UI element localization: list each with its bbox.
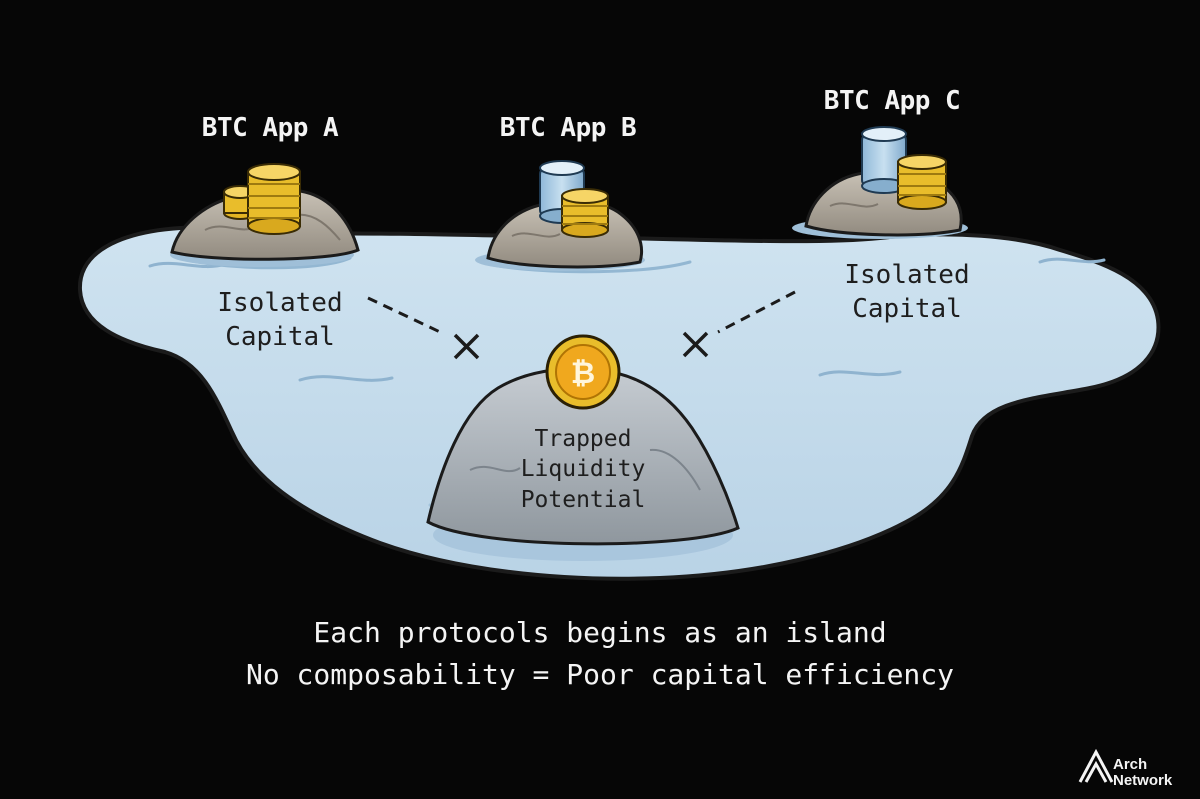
caption-line-2: No composability = Poor capital efficien… <box>245 658 954 691</box>
jar-c <box>861 126 907 194</box>
bitcoin-icon: ₿ <box>545 334 621 410</box>
brand-name: Arch Network <box>1113 756 1173 790</box>
app-a-label: BTC App A <box>201 113 339 143</box>
caption: Each protocols begins as an island No co… <box>0 612 1200 696</box>
app-c-label: BTC App C <box>823 86 961 116</box>
svg-text:₿: ₿ <box>571 356 595 391</box>
app-b-label: BTC App B <box>499 113 637 143</box>
coin-stack-c <box>897 154 947 210</box>
isolated-capital-right: Isolated Capital <box>844 260 970 325</box>
caption-line-1: Each protocols begins as an island <box>313 616 887 649</box>
coin-stack-b <box>561 188 609 238</box>
coin-stack-a <box>223 163 301 235</box>
arch-network-logo <box>1078 748 1114 783</box>
trapped-liquidity-label: Trapped Liquidity Potential <box>520 426 646 513</box>
broken-links <box>367 290 796 360</box>
central-island <box>426 367 740 561</box>
isolated-capital-left: Isolated Capital <box>217 288 343 353</box>
